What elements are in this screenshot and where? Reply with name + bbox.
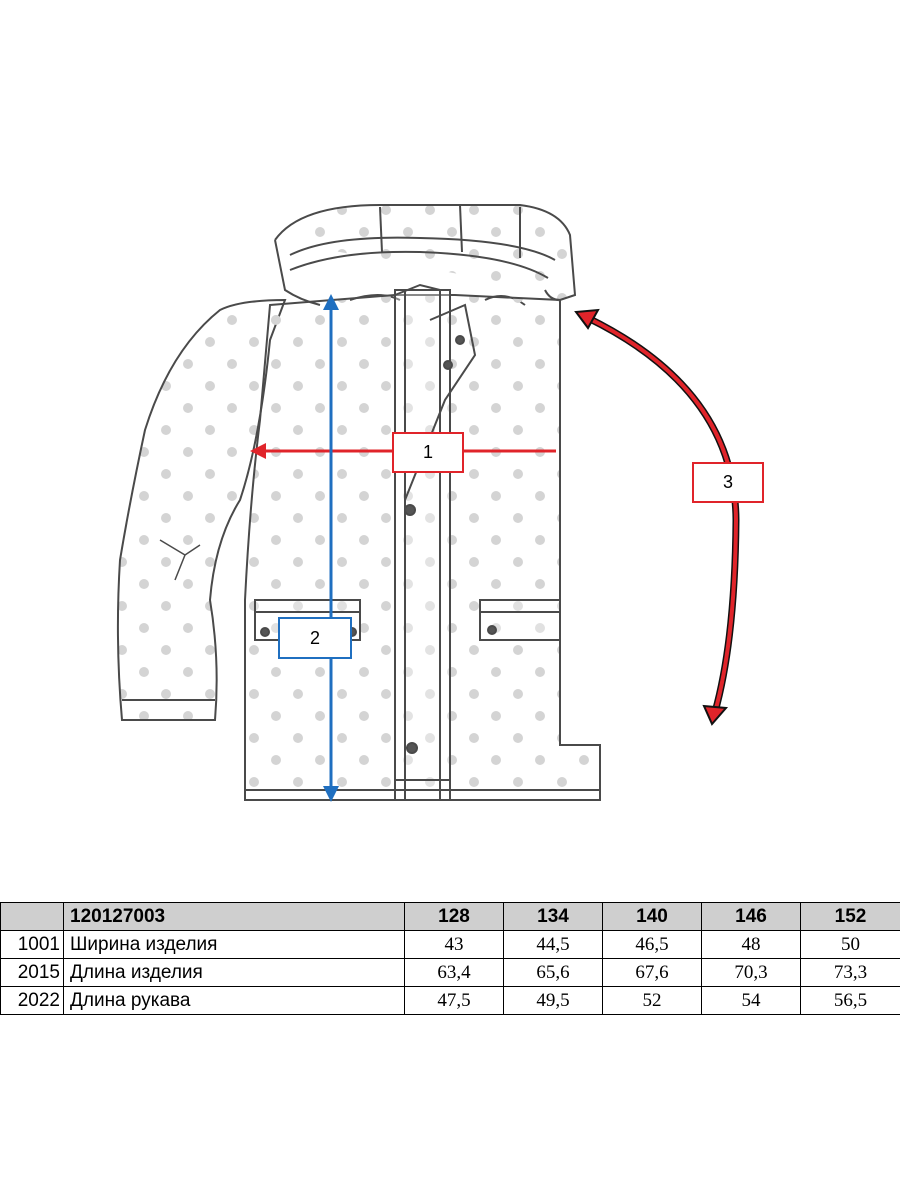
- measure-name: Ширина изделия: [63, 930, 405, 959]
- size-header: 140: [602, 902, 702, 931]
- measure-name: Длина изделия: [63, 958, 405, 987]
- measure-value: 54: [701, 986, 801, 1015]
- measure-value: 56,5: [800, 986, 900, 1015]
- table-row: 1001 Ширина изделия 43 44,5 46,5 48 50: [0, 930, 900, 959]
- measure-value: 65,6: [503, 958, 603, 987]
- measure-value: 67,6: [602, 958, 702, 987]
- header-code-cell: [0, 902, 64, 931]
- measure-value: 48: [701, 930, 801, 959]
- measure-value: 43: [404, 930, 504, 959]
- measure-value: 70,3: [701, 958, 801, 987]
- measure-code: 2022: [0, 986, 64, 1015]
- size-header: 134: [503, 902, 603, 931]
- measure-value: 50: [800, 930, 900, 959]
- jacket-measurement-diagram: [116, 204, 740, 802]
- table-row: 2015 Длина изделия 63,4 65,6 67,6 70,3 7…: [0, 958, 900, 987]
- article-number: 120127003: [63, 902, 405, 931]
- size-chart-table: 120127003 128 134 140 146 152 1001 Ширин…: [0, 902, 900, 1015]
- measure-code: 2015: [0, 958, 64, 987]
- sleeve: [116, 298, 287, 721]
- size-header: 146: [701, 902, 801, 931]
- table-header-row: 120127003 128 134 140 146 152: [0, 902, 900, 931]
- measure-value: 73,3: [800, 958, 900, 987]
- size-header: 152: [800, 902, 900, 931]
- measure-code: 1001: [0, 930, 64, 959]
- jacket-body: [244, 283, 601, 801]
- measure-value: 52: [602, 986, 702, 1015]
- marker-1-label: 1: [392, 432, 464, 473]
- length-measure-line: [323, 294, 339, 802]
- table-row: 2022 Длина рукава 47,5 49,5 52 54 56,5: [0, 986, 900, 1015]
- measure-value: 47,5: [404, 986, 504, 1015]
- size-header: 128: [404, 902, 504, 931]
- measure-value: 49,5: [503, 986, 603, 1015]
- measure-value: 44,5: [503, 930, 603, 959]
- measure-name: Длина рукава: [63, 986, 405, 1015]
- marker-2-label: 2: [278, 617, 352, 659]
- measure-value: 46,5: [602, 930, 702, 959]
- marker-3-label: 3: [692, 462, 764, 503]
- measure-value: 63,4: [404, 958, 504, 987]
- sleeve-measure-arc: [574, 308, 740, 726]
